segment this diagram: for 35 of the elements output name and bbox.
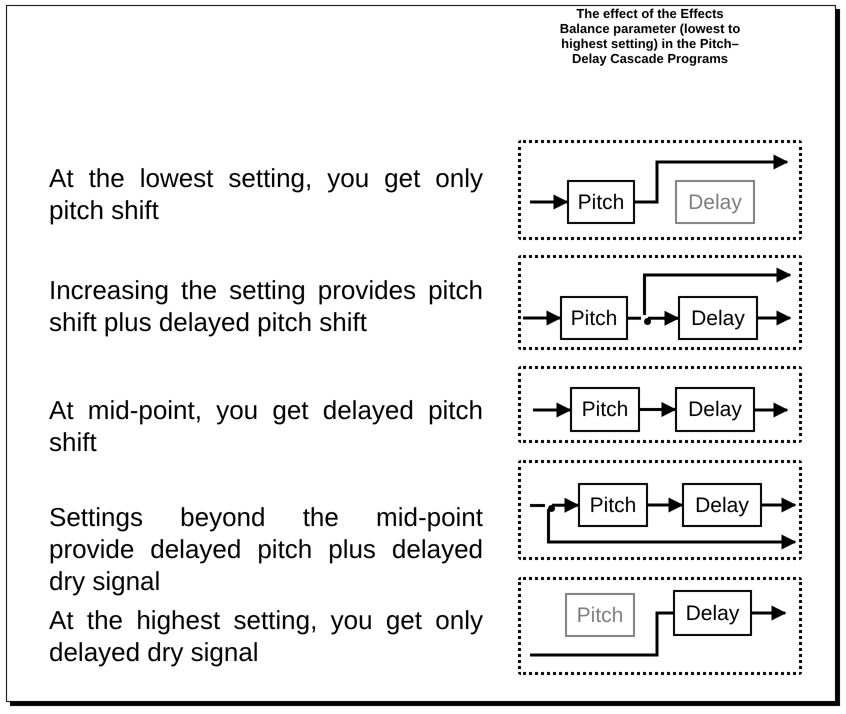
dotted-panel [518, 366, 802, 443]
title: The effect of the Effects Balance parameter (lowest to highest setting) in the Pitch–Delay Cascade Programs [558, 6, 742, 66]
dotted-panel [518, 577, 802, 675]
description-text: At the lowest setting, you get only pitch shift [49, 162, 483, 226]
dotted-panel [518, 460, 802, 560]
process-box: Delay [675, 387, 755, 432]
signal-arrow [752, 606, 786, 620]
process-box: Delay [678, 296, 758, 340]
signal-arrow [552, 498, 580, 513]
process-box: Pitch [570, 387, 640, 432]
process-box: Delay [673, 590, 752, 636]
signal-arrow [547, 509, 796, 550]
process-box: Pitch [578, 483, 648, 527]
signal-arrow [762, 498, 796, 512]
description-text: Settings beyond the mid-point provide delayed pitch plus delayed dry signal [49, 501, 483, 597]
signal-arrow [523, 310, 562, 326]
signal-arrow [640, 402, 676, 417]
description-text: At mid-point, you get delayed pitch shift [49, 394, 483, 458]
process-box: Delay [682, 483, 762, 527]
dotted-panel [518, 255, 802, 350]
dotted-panel [518, 140, 802, 240]
process-box: Pitch [565, 593, 635, 637]
signal-arrow [648, 310, 680, 326]
description-text: At the highest setting, you get only delayed dry signal [49, 604, 483, 668]
signal-arrow [533, 402, 572, 418]
description-text: Increasing the setting provides pitch shift plus delayed pitch shift [49, 274, 483, 338]
signal-arrow [755, 402, 788, 418]
signal-arrow [643, 268, 792, 315]
signal-arrow [635, 154, 788, 204]
process-box: Pitch [567, 180, 635, 224]
signal-arrow [758, 310, 792, 326]
signal-arrow [648, 498, 684, 512]
signal-arrow [530, 194, 568, 210]
process-box: Pitch [560, 296, 628, 340]
process-box: Delay [675, 180, 755, 224]
